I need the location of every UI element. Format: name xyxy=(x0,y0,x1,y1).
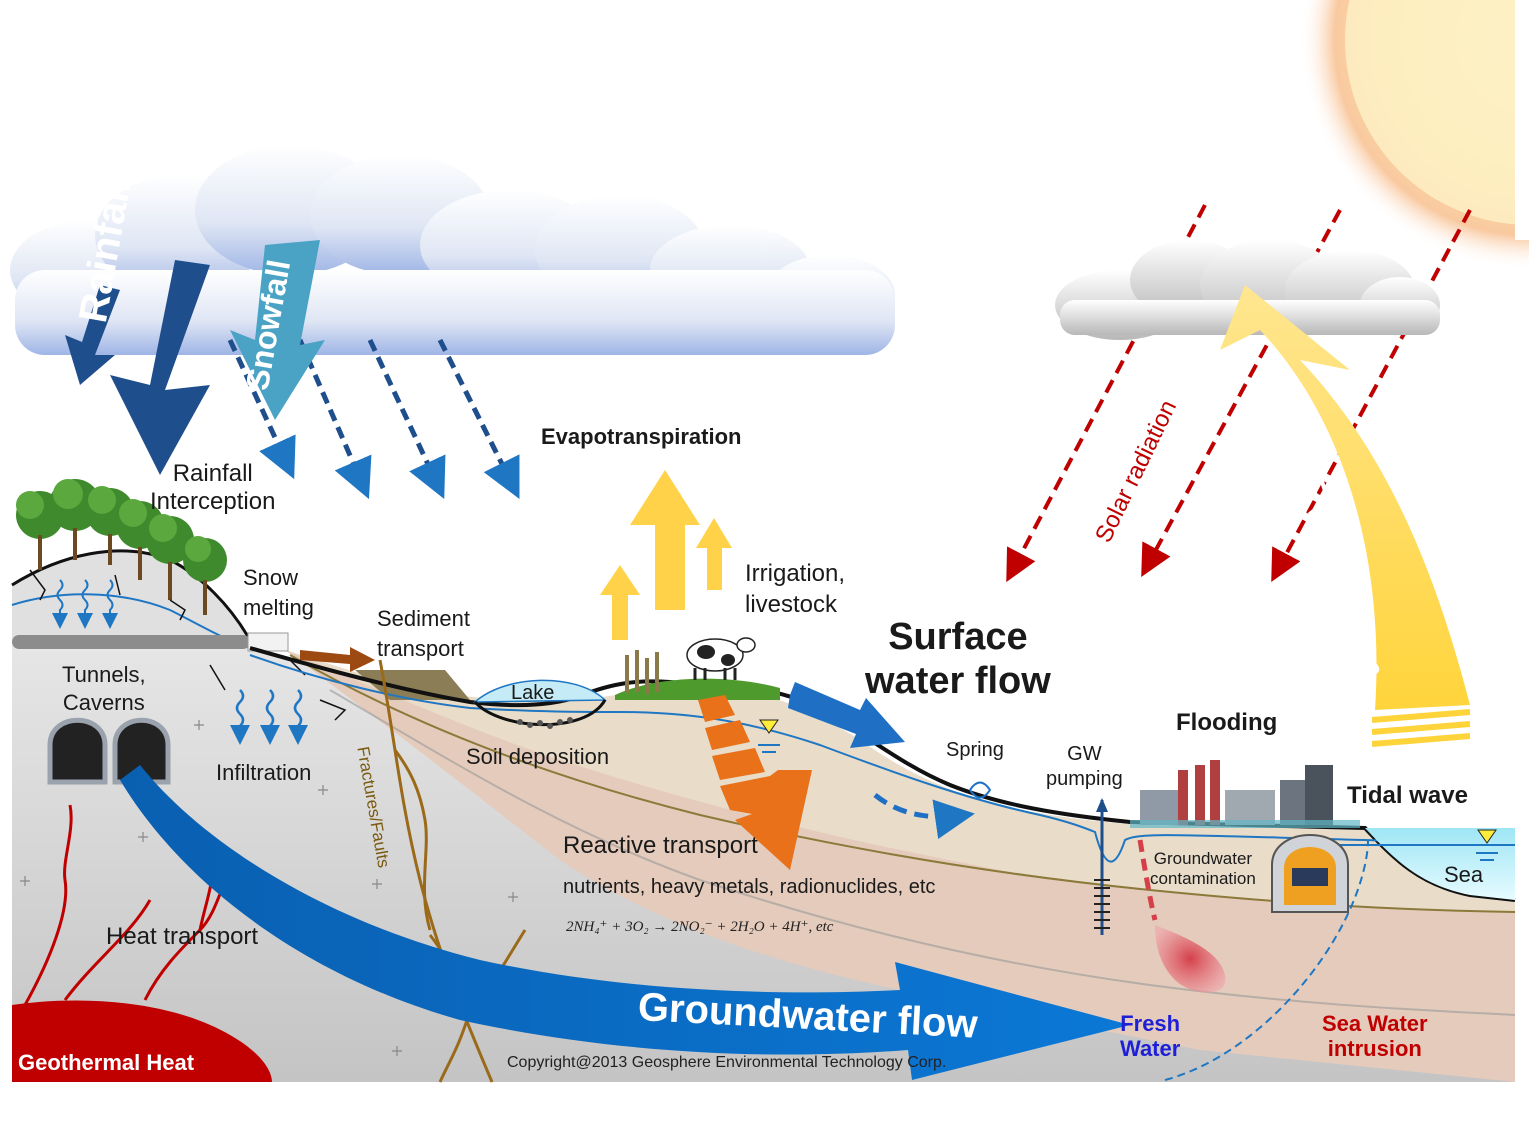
gw-pumping-label: GW pumping xyxy=(1046,743,1123,790)
reactive-transport-arrow xyxy=(698,695,812,870)
snow-melting-label: Snow melting xyxy=(243,565,314,620)
snowfall-dashed-arrows xyxy=(227,338,520,500)
city-buildings xyxy=(1130,760,1360,828)
evapotranspiration-label: Evapotranspiration xyxy=(541,424,742,449)
grass-and-cow xyxy=(615,637,780,700)
soil-deposition-label: Soil deposition xyxy=(466,744,610,769)
sea-label: Sea xyxy=(1444,862,1484,887)
caverns xyxy=(47,717,171,785)
copyright-notice: Copyright@2013 Geosphere Environmental T… xyxy=(507,1054,947,1071)
evaporation-arrow xyxy=(1220,285,1471,747)
hill-fractures xyxy=(29,569,347,721)
spring-label: Spring xyxy=(946,739,1004,761)
reaction-equation: 2NH₄⁺ + 3O₂ → 2NO₂⁻ + 2H₂O + 4H⁺, etc xyxy=(566,919,834,935)
irrigation-livestock-label: Irrigation, livestock xyxy=(745,560,846,619)
rain-cloud xyxy=(10,145,895,355)
trees xyxy=(16,479,227,615)
rainfall-interception-label: Rainfall Interception xyxy=(150,460,276,515)
spring-symbol xyxy=(969,781,992,799)
flooding-label: Flooding xyxy=(1176,709,1278,736)
gw-pumping-well xyxy=(1094,798,1110,935)
infiltration-arrows xyxy=(230,689,308,745)
sea-water-intrusion-label: Sea Water intrusion xyxy=(1322,1011,1428,1062)
fresh-water-label: Fresh Water xyxy=(1120,1011,1181,1062)
tidal-wave-label: Tidal wave xyxy=(1347,782,1468,809)
sediment-transport-label: Sediment transport xyxy=(377,606,470,661)
water-table-marker xyxy=(758,719,780,753)
infiltration-label: Infiltration xyxy=(216,760,312,785)
grey-cloud xyxy=(1055,240,1440,340)
snowfall-arrow xyxy=(230,240,325,420)
lake xyxy=(473,679,607,729)
nutrients-label: nutrients, heavy metals, radionuclides, … xyxy=(563,876,936,898)
rainfall-arrows xyxy=(65,260,210,475)
surface-water-flow-label: Surface water flow xyxy=(865,616,1051,702)
heat-transport-label: Heat transport xyxy=(106,923,259,950)
geothermal-heat-zone xyxy=(12,1000,272,1082)
tunnels-caverns-label: Tunnels, Caverns xyxy=(62,662,146,715)
spring-flow-arrow xyxy=(873,793,975,840)
sea-water-intrusion-line xyxy=(1164,839,1369,1081)
water-table-line xyxy=(249,654,1516,863)
geothermal-heat-label: Geothermal Heat xyxy=(18,1050,195,1075)
rock-plus-marks xyxy=(20,720,518,1056)
lake-label: Lake xyxy=(511,682,555,704)
sun xyxy=(1300,0,1529,270)
train-tunnel xyxy=(1271,834,1349,913)
surface-water-flow-arrow xyxy=(788,682,905,748)
reactive-transport-label: Reactive transport xyxy=(563,832,758,859)
groundwater-contamination-label: Groundwater contamination xyxy=(1150,849,1256,889)
hill-infiltration-arrows xyxy=(52,579,118,629)
evapotranspiration-arrows xyxy=(600,470,732,640)
contamination-plume xyxy=(1137,839,1226,993)
groundwater-flow-arrow xyxy=(120,765,1130,1080)
sea xyxy=(1330,828,1515,900)
